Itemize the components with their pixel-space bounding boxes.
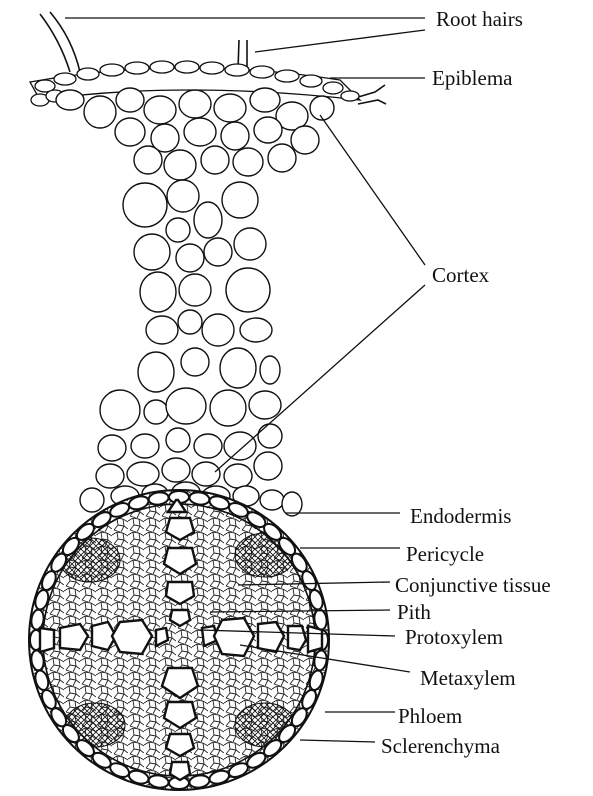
label-endodermis: Endodermis xyxy=(410,506,511,527)
label-phloem: Phloem xyxy=(398,706,462,727)
label-root-hairs: Root hairs xyxy=(436,9,523,30)
label-cortex: Cortex xyxy=(432,265,489,286)
stele xyxy=(20,480,340,796)
label-epiblema: Epiblema xyxy=(432,68,512,89)
label-conjunctive-tissue: Conjunctive tissue xyxy=(395,575,551,596)
label-metaxylem: Metaxylem xyxy=(420,668,516,689)
cortex xyxy=(56,88,334,516)
label-sclerenchyma: Sclerenchyma xyxy=(381,736,500,757)
label-pericycle: Pericycle xyxy=(406,544,484,565)
label-pith: Pith xyxy=(397,602,431,623)
label-protoxylem: Protoxylem xyxy=(405,627,503,648)
